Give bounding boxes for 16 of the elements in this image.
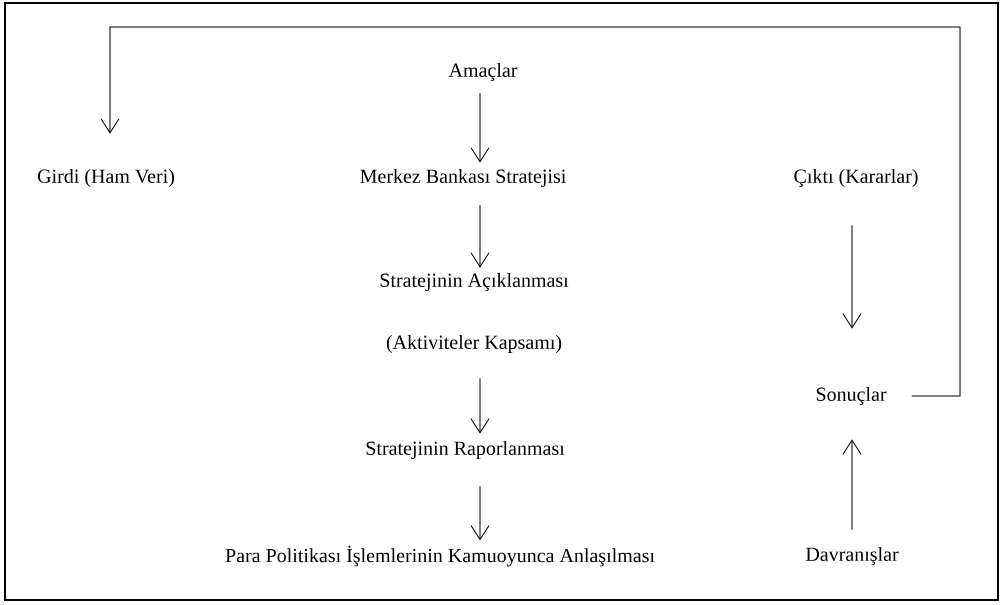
text-label: Amaçlar <box>448 62 518 82</box>
arrow <box>100 26 961 397</box>
text-label: Stratejinin Raporlanması <box>366 440 565 460</box>
text-label: Davranışlar <box>805 546 899 566</box>
arrow <box>470 92 490 163</box>
arrow <box>470 204 490 268</box>
arrow <box>470 485 490 540</box>
text-label: Para Politikası İşlemlerinin Kamuoyunca Anlaşılması <box>225 545 655 567</box>
arrow <box>842 439 862 531</box>
text-label: Girdi (Ham Veri) <box>37 168 174 188</box>
text-label: Sonuçlar <box>816 386 887 406</box>
arrow <box>842 224 862 329</box>
text-label: Çıktı (Kararlar) <box>794 168 918 188</box>
text-label: Merkez Bankası Stratejisi <box>360 168 566 188</box>
two-line-label: Stratejinin Açıklanması (Aktiviteler Kapsamı) <box>380 272 569 354</box>
arrow <box>470 377 490 434</box>
